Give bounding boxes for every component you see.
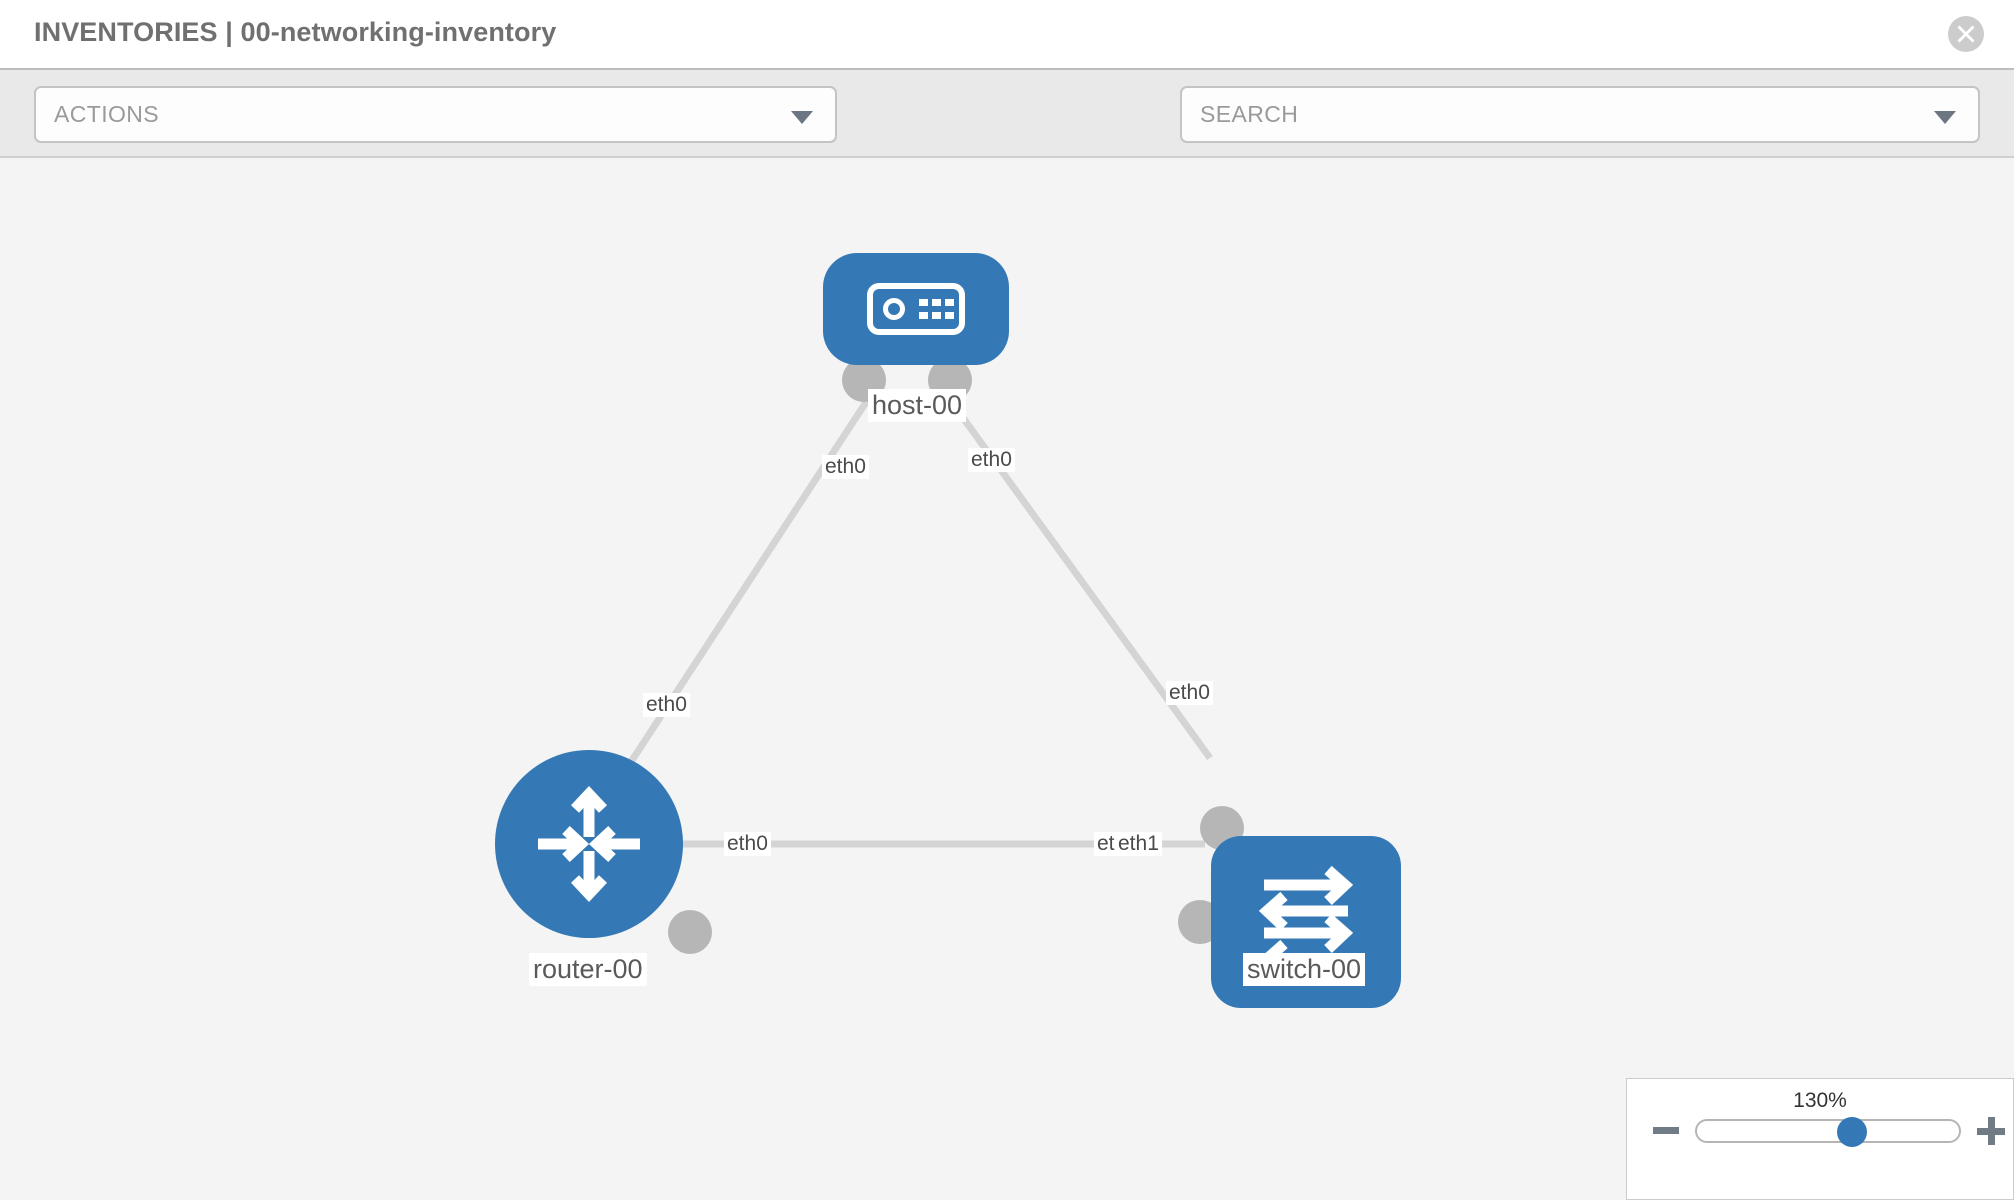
page-header: INVENTORIES | 00-networking-inventory [0,0,2014,68]
close-icon[interactable] [1948,16,1984,52]
router-node-body[interactable] [495,750,683,938]
server-icon [867,283,965,335]
zoom-level-value: 130% [1793,1089,1847,1112]
edge-label-host-right-eth0: eth0 [968,448,1015,472]
node-label-switch-00: switch-00 [1243,953,1366,986]
node-label-router-00: router-00 [529,953,647,986]
router-arrows-icon [538,785,640,903]
actions-dropdown[interactable]: ACTIONS [34,86,837,143]
edge-label-host-left-eth0: eth0 [822,455,869,479]
host-node-body[interactable] [823,253,1009,365]
search-field[interactable] [1180,86,1980,143]
topology-toolbar: ACTIONS [0,68,2014,203]
edge-label-router-right-eth0: eth0 [724,832,771,856]
search-input[interactable] [1200,88,1890,141]
zoom-slider-thumb[interactable] [1836,1117,1867,1147]
plus-icon[interactable] [1977,1117,2005,1145]
edge-label-router-up-eth0: eth0 [643,693,690,717]
switch-node-body[interactable] [1211,836,1401,1008]
zoom-slider-track[interactable] [1695,1119,1961,1143]
zoom-control-panel: 130% [1626,1078,2014,1200]
topology-canvas[interactable]: host-00 [0,158,2014,1200]
edge-label-switch-up-eth0: eth0 [1166,681,1213,705]
node-label-host-00: host-00 [868,389,967,422]
chevron-down-icon[interactable] [1934,111,1956,124]
page-title: INVENTORIES | 00-networking-inventory [34,17,557,47]
chevron-down-icon [791,111,813,124]
port-router-right[interactable] [668,910,712,954]
minus-icon[interactable] [1653,1127,1679,1134]
edge-label-switch-left-eth1: eth1 [1115,832,1162,856]
actions-dropdown-label: ACTIONS [54,101,160,127]
